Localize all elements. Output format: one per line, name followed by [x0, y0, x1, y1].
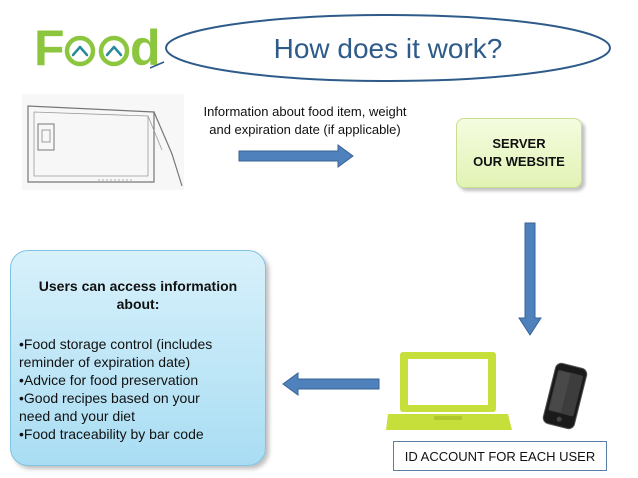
list-item: •Food traceability by bar code	[19, 426, 204, 442]
food-logo: F d	[34, 20, 161, 76]
title-ellipse	[150, 14, 611, 82]
laptop-icon	[386, 352, 512, 430]
face-eyes-icon	[64, 35, 130, 67]
arrow-down-icon	[518, 222, 542, 336]
users-heading-line-1: Users can access information	[38, 278, 238, 294]
list-item: •Advice for food preservation	[19, 372, 199, 388]
list-item: reminder of expiration date)	[19, 354, 191, 370]
arrow-right-icon	[238, 144, 354, 168]
smartphone-icon	[542, 362, 588, 430]
arrow-left-icon	[282, 372, 380, 396]
list-item: need and your diet	[19, 408, 135, 424]
users-feature-list: •Food storage control (includes reminder…	[19, 335, 263, 443]
users-heading: Users can access information about:	[11, 277, 265, 313]
page-title: How does it work?	[273, 33, 503, 64]
info-line-1: Information about food item, weight	[203, 104, 407, 119]
info-line-2: and expiration date (if applicable)	[209, 122, 401, 137]
logo-letter-d: d	[130, 20, 161, 76]
info-text: Information about food item, weight and …	[180, 103, 430, 139]
website-label: OUR WEBSITE	[473, 154, 565, 169]
id-account-box: ID ACCOUNT FOR EACH USER	[393, 441, 607, 471]
server-label: SERVER	[492, 136, 546, 151]
users-heading-line-2: about:	[116, 296, 160, 312]
logo-letter-f: F	[34, 20, 65, 76]
list-item: •Good recipes based on your	[19, 390, 200, 406]
list-item: •Food storage control (includes	[19, 336, 213, 352]
server-box: SERVER OUR WEBSITE	[456, 118, 582, 188]
title-area: How does it work?	[164, 14, 612, 84]
scale-icon	[22, 94, 184, 190]
users-info-box: Users can access information about: •Foo…	[10, 250, 266, 466]
